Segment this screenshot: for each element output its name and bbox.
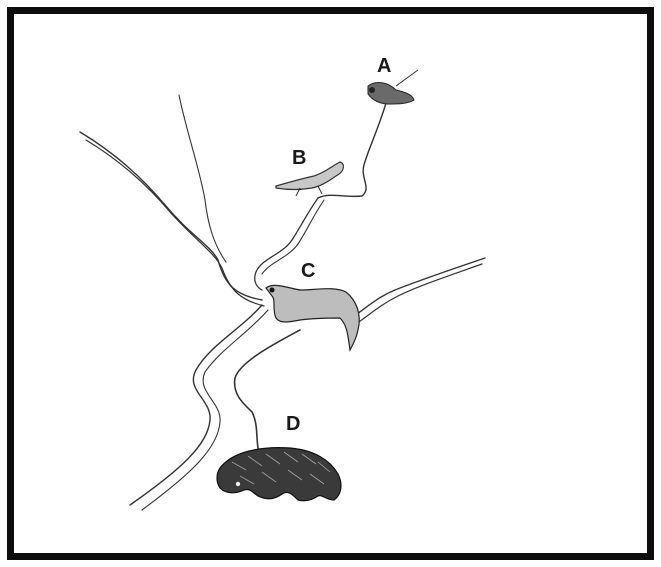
small-primate-icon bbox=[368, 70, 418, 104]
label-b: B bbox=[292, 147, 306, 169]
lizard-icon bbox=[276, 162, 343, 196]
label-a: A bbox=[377, 55, 391, 77]
label-d: D bbox=[286, 413, 300, 435]
bear-icon bbox=[217, 448, 341, 501]
label-c: C bbox=[301, 260, 315, 282]
